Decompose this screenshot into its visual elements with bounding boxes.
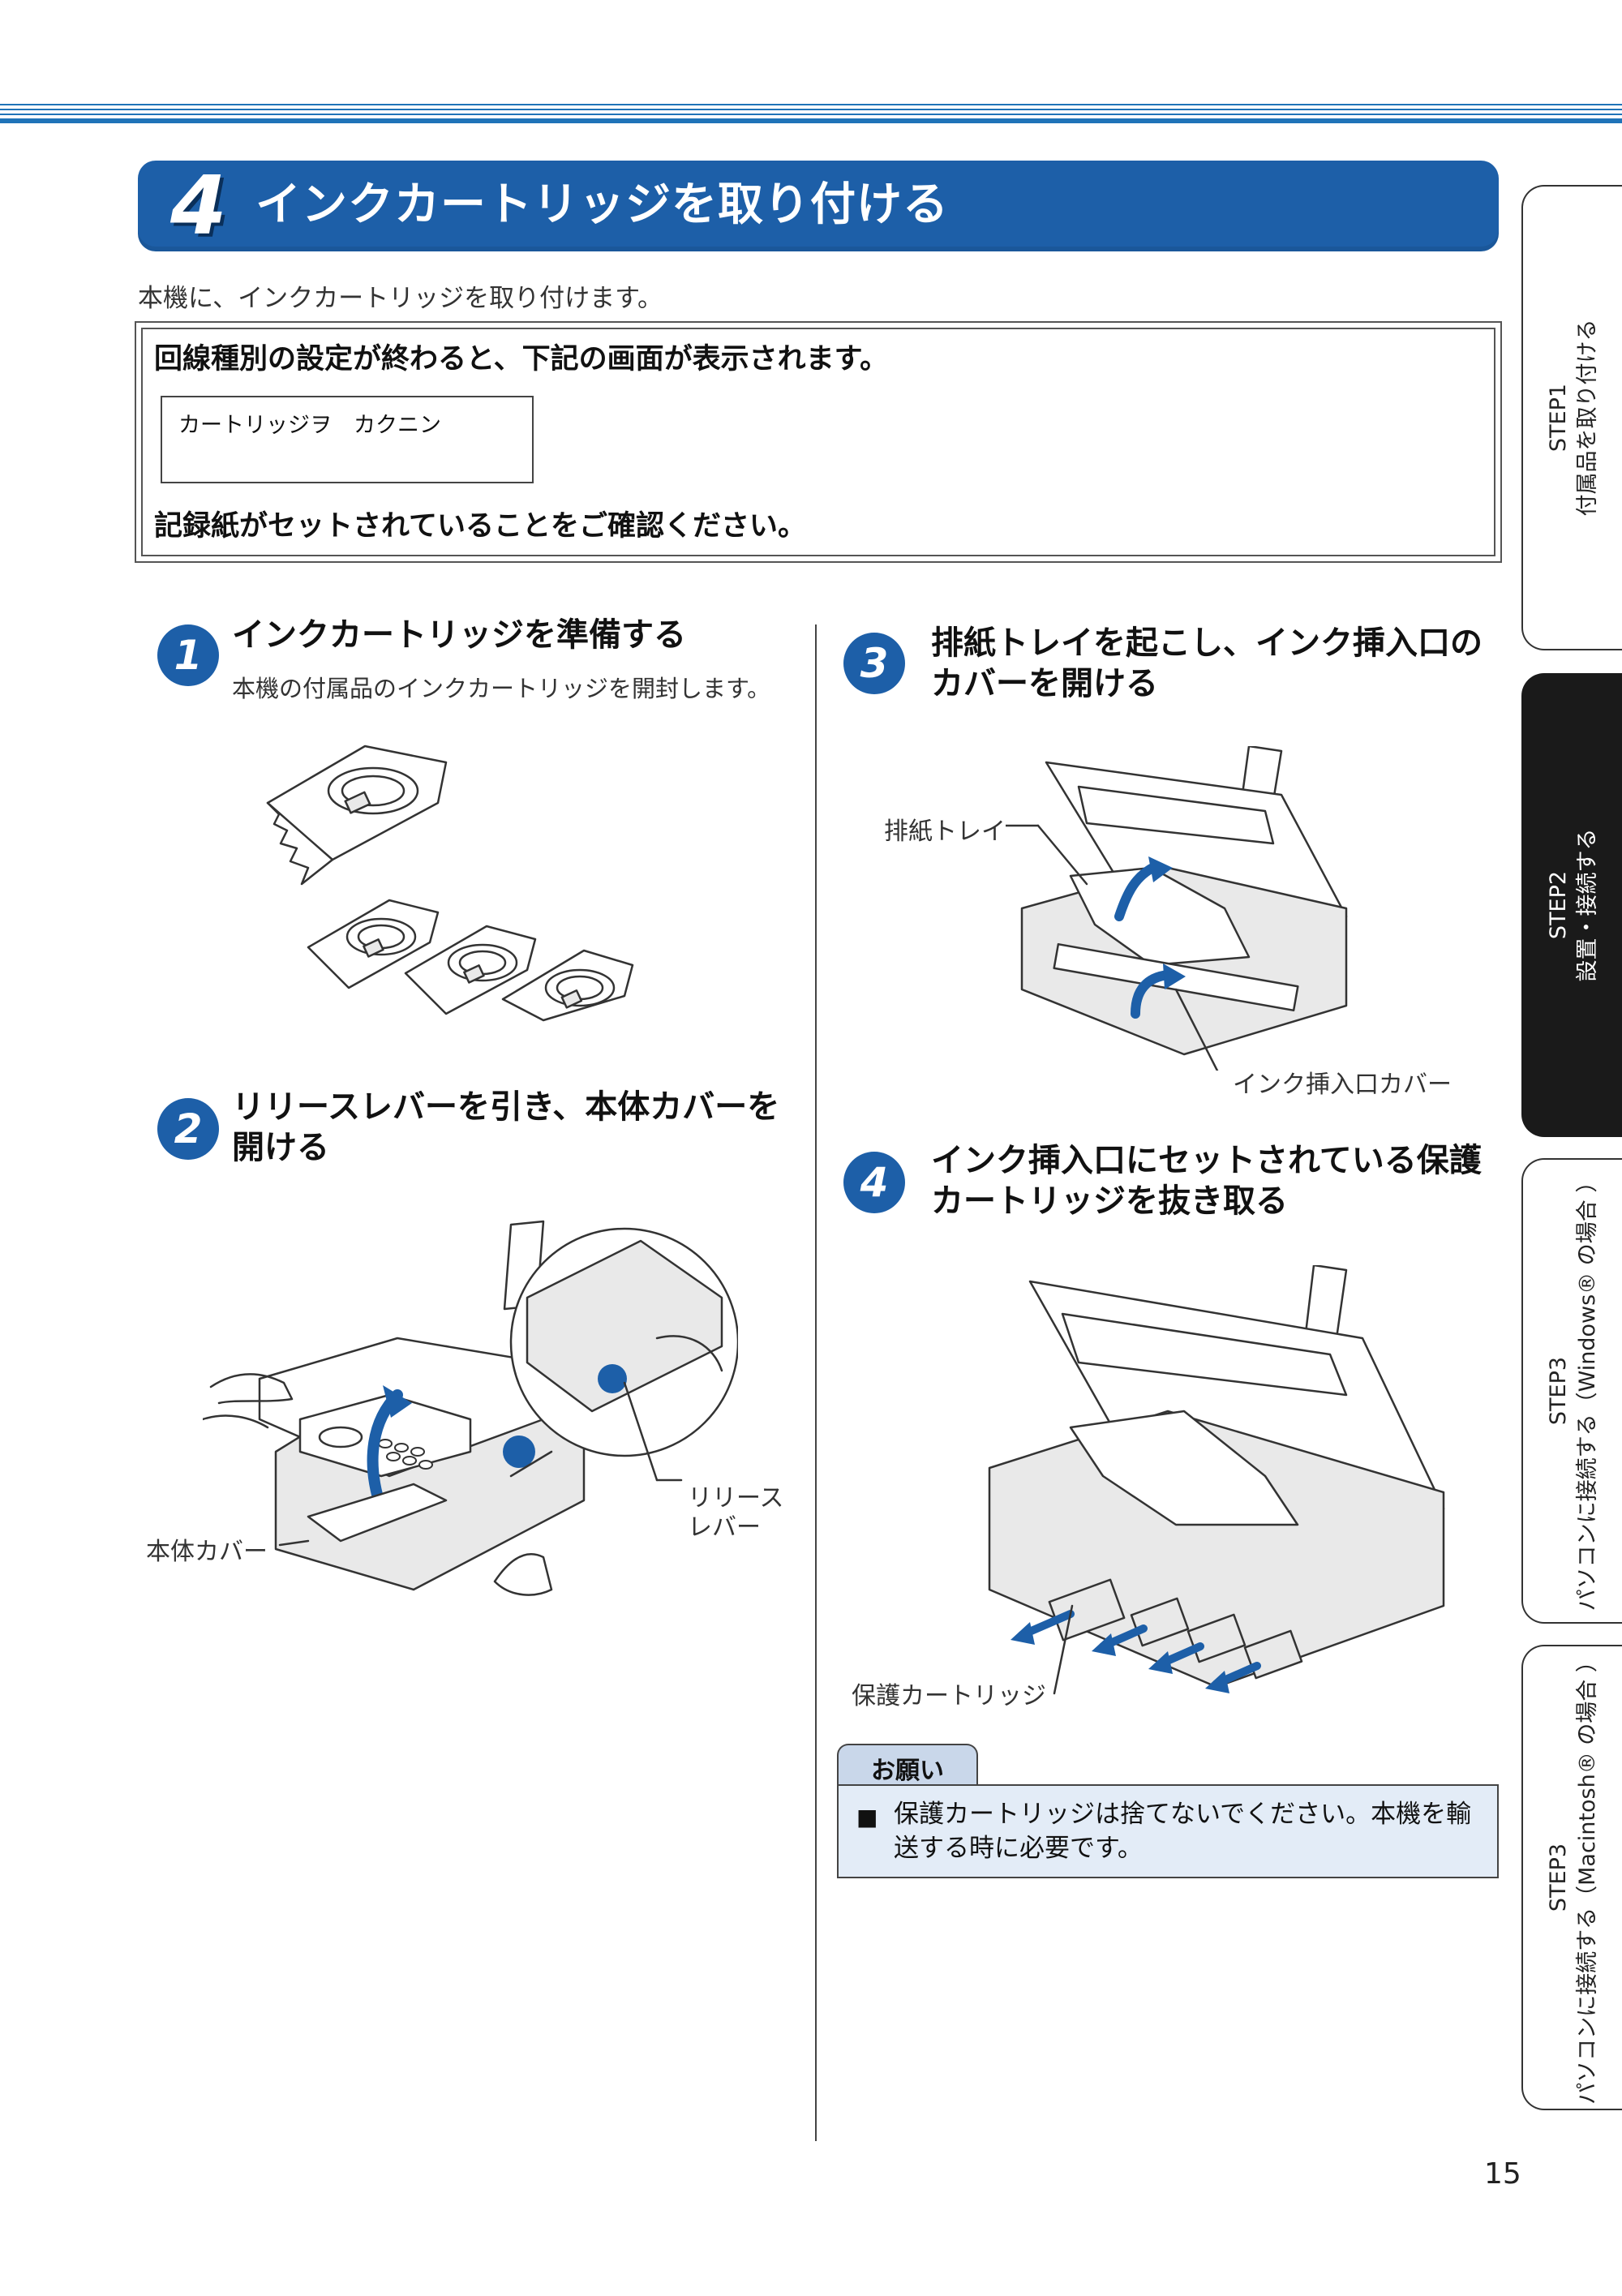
cartridge-pack-3 xyxy=(501,949,634,1022)
step-4-title-line2: カートリッジを抜き取る xyxy=(931,1182,1288,1220)
side-tab-step2[interactable]: STEP2 設置・接続する xyxy=(1521,673,1622,1137)
info-box: 回線種別の設定が終わると、下記の画面が表示されます。 カートリッジヲ カクニン … xyxy=(135,321,1502,563)
label-protect-cartridge: 保護カートリッジ xyxy=(852,1682,1046,1710)
side-tab-step1-line1: STEP1 xyxy=(1546,383,1571,453)
step-4-title-line1: インク挿入口にセットされている保護 xyxy=(931,1142,1482,1179)
note-box: ■ 保護カートリッジは捨てないでください。本機を輸送する時に必要です。 xyxy=(837,1784,1499,1878)
cartridge-pack-2 xyxy=(404,925,537,1015)
step-2-title-line2: 開ける xyxy=(232,1129,329,1166)
note-tab: お願い xyxy=(837,1744,978,1786)
page-number: 15 xyxy=(1484,2157,1521,2191)
open-main-cover-illustration xyxy=(203,1220,738,1596)
side-tab-step1[interactable]: STEP1 付属品を取り付ける xyxy=(1521,185,1622,650)
note-tab-label: お願い xyxy=(871,1757,944,1785)
lcd-display: カートリッジヲ カクニン xyxy=(161,396,534,483)
section-intro: 本機に、インクカートリッジを取り付けます。 xyxy=(138,284,663,313)
ink-cartridge-packs-illustration xyxy=(266,745,634,1022)
note-text: 保護カートリッジは捨てないでください。本機を輸送する時に必要です。 xyxy=(894,1800,1472,1863)
side-tab-step3-windows-line1: STEP3 xyxy=(1546,1356,1571,1426)
step-2-badge: 2 xyxy=(157,1098,219,1160)
side-tab-step3-mac-line2: パソコンに接続する（Macintosh® の場合 ） xyxy=(1575,1650,1600,2105)
info-box-footer: 記録紙がセットされていることをご確認ください。 xyxy=(154,510,806,543)
step-1-badge: 1 xyxy=(157,624,219,686)
step-3-badge: 3 xyxy=(843,633,905,694)
release-lever-marker xyxy=(503,1436,535,1468)
output-tray-ink-cover-illustration xyxy=(1006,746,1348,1071)
output-tray xyxy=(307,1483,448,1543)
hand-left xyxy=(209,1373,294,1405)
column-divider xyxy=(815,624,817,2141)
lcd-text: カートリッジヲ カクニン xyxy=(178,413,441,438)
cartridge-pack-opened xyxy=(266,745,448,886)
step-3-title-line1: 排紙トレイを起こし、インク挿入口の xyxy=(931,624,1483,662)
label-ink-cover: インク挿入口カバー xyxy=(1233,1071,1452,1099)
section-header: 4 インクカートリッジを取り付ける xyxy=(138,161,1499,251)
step-3-title-line2: カバーを開ける xyxy=(931,665,1158,702)
side-tab-step1-line2: 付属品を取り付ける xyxy=(1575,319,1600,517)
step-2-title-line1: リリースレバーを引き、本体カバーを xyxy=(232,1088,780,1126)
step-4-badge: 4 xyxy=(843,1152,905,1213)
label-main-cover: 本体カバー xyxy=(146,1538,268,1566)
cartridge-pack-1 xyxy=(307,899,440,989)
note-bullet: ■ xyxy=(856,1804,878,1830)
label-output-tray: 排紙トレイ xyxy=(884,818,1006,846)
section-number: 4 xyxy=(170,158,227,253)
side-tab-step3-windows-line2: パソコンに接続する（Windows® の場合 ） xyxy=(1575,1170,1600,1611)
label-release-lever-1: リリース xyxy=(688,1484,784,1513)
step-1-desc: 本機の付属品のインクカートリッジを開封します。 xyxy=(232,675,771,702)
side-tab-step3-mac-line1: STEP3 xyxy=(1546,1843,1571,1912)
label-release-lever-2: レバー xyxy=(688,1513,761,1542)
side-tab-step2-line1: STEP2 xyxy=(1546,870,1571,940)
info-box-heading: 回線種別の設定が終わると、下記の画面が表示されます。 xyxy=(154,343,889,376)
side-tab-step3-windows[interactable]: STEP3 パソコンに接続する（Windows® の場合 ） xyxy=(1521,1158,1622,1624)
section-title: インクカートリッジを取り付ける xyxy=(255,178,949,231)
info-box-inner-border xyxy=(141,328,1495,556)
remove-protect-cartridge-illustration xyxy=(988,1265,1445,1695)
header-rule-lines xyxy=(0,104,1622,123)
side-tab-step2-line2: 設置・接続する xyxy=(1575,828,1600,982)
side-tab-step3-mac[interactable]: STEP3 パソコンに接続する（Macintosh® の場合 ） xyxy=(1521,1645,1622,2110)
step-1-title: インクカートリッジを準備する xyxy=(232,616,686,654)
output-tray-raised xyxy=(1069,1410,1299,1526)
